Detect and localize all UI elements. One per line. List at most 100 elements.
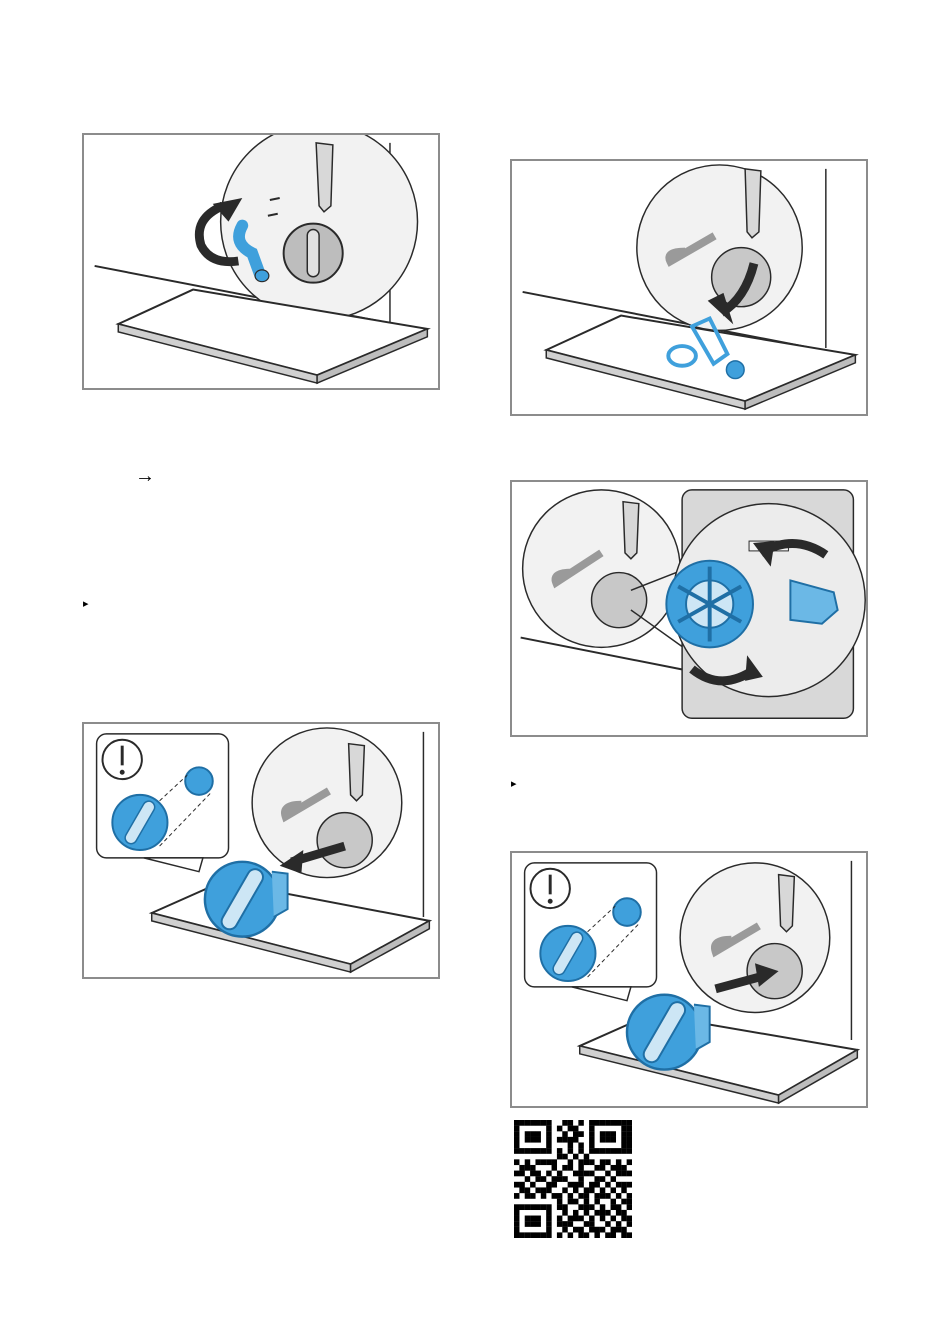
qr-module [535, 1187, 540, 1193]
qr-module [525, 1120, 530, 1126]
qr-module [514, 1159, 519, 1165]
qr-module [519, 1148, 524, 1154]
qr-module [627, 1232, 632, 1238]
filter-residue-drawing [512, 161, 866, 414]
qr-module [584, 1154, 589, 1160]
qr-module [519, 1204, 524, 1210]
qr-module [616, 1227, 621, 1233]
qr-module [616, 1148, 621, 1154]
qr-module [562, 1165, 567, 1171]
qr-module [568, 1193, 573, 1199]
qr-module [584, 1199, 589, 1205]
qr-module [600, 1120, 605, 1126]
qr-module [546, 1131, 551, 1137]
qr-module [578, 1120, 583, 1126]
qr-module [573, 1210, 578, 1216]
qr-module [605, 1182, 610, 1188]
qr-module [514, 1126, 519, 1132]
qr-module [600, 1148, 605, 1154]
qr-module [578, 1159, 583, 1165]
qr-module [621, 1165, 626, 1171]
magnified-circle [523, 490, 681, 648]
exclamation-circle-icon [103, 740, 142, 779]
qr-module [557, 1216, 562, 1222]
qr-module [616, 1159, 621, 1165]
illustration-filter-residue [510, 159, 868, 416]
qr-module [557, 1193, 562, 1199]
qr-module [535, 1221, 540, 1227]
qr-module [589, 1227, 594, 1233]
qr-module [514, 1204, 519, 1210]
qr-module [562, 1221, 567, 1227]
qr-module [616, 1165, 621, 1171]
qr-module [557, 1148, 562, 1154]
qr-module [530, 1120, 535, 1126]
qr-module [573, 1182, 578, 1188]
qr-module [530, 1193, 535, 1199]
qr-module [557, 1204, 562, 1210]
qr-module [621, 1148, 626, 1154]
insert-filter-drawing [512, 853, 866, 1106]
qr-module [541, 1193, 546, 1199]
qr-module [530, 1148, 535, 1154]
qr-module [514, 1232, 519, 1238]
qr-module [514, 1221, 519, 1227]
qr-module [562, 1176, 567, 1182]
qr-code[interactable] [514, 1120, 632, 1238]
qr-module [611, 1187, 616, 1193]
qr-module [514, 1182, 519, 1188]
qr-module [541, 1232, 546, 1238]
qr-module [514, 1227, 519, 1233]
bullet-marker-left: ▸ [83, 594, 89, 614]
qr-module [584, 1204, 589, 1210]
qr-module [530, 1171, 535, 1177]
qr-module [573, 1131, 578, 1137]
qr-module [557, 1232, 562, 1238]
qr-module [557, 1176, 562, 1182]
qr-module [535, 1137, 540, 1143]
qr-module [562, 1204, 567, 1210]
qr-module [546, 1159, 551, 1165]
qr-module [519, 1182, 524, 1188]
qr-module [546, 1216, 551, 1222]
qr-module [514, 1171, 519, 1177]
qr-module [535, 1171, 540, 1177]
qr-module [589, 1221, 594, 1227]
qr-module [525, 1165, 530, 1171]
qr-module [525, 1221, 530, 1227]
qr-module [525, 1131, 530, 1137]
qr-module [600, 1165, 605, 1171]
qr-module [589, 1182, 594, 1188]
qr-module [525, 1159, 530, 1165]
qr-module [552, 1176, 557, 1182]
qr-module [605, 1210, 610, 1216]
qr-module [546, 1210, 551, 1216]
qr-module [605, 1159, 610, 1165]
qr-module [525, 1204, 530, 1210]
qr-module [514, 1137, 519, 1143]
qr-module [562, 1131, 567, 1137]
qr-module [627, 1137, 632, 1143]
qr-module [552, 1165, 557, 1171]
qr-module [594, 1193, 599, 1199]
qr-module [535, 1232, 540, 1238]
qr-module [562, 1154, 567, 1160]
qr-module [627, 1159, 632, 1165]
qr-module [578, 1227, 583, 1233]
qr-module [541, 1187, 546, 1193]
qr-module [530, 1204, 535, 1210]
qr-module [600, 1210, 605, 1216]
qr-module [578, 1148, 583, 1154]
qr-module [525, 1232, 530, 1238]
qr-module [621, 1232, 626, 1238]
qr-module [573, 1216, 578, 1222]
qr-module [557, 1154, 562, 1160]
qr-module [594, 1182, 599, 1188]
qr-module [589, 1216, 594, 1222]
qr-module [616, 1204, 621, 1210]
qr-module [530, 1182, 535, 1188]
qr-module [519, 1232, 524, 1238]
qr-module [611, 1199, 616, 1205]
qr-module [568, 1232, 573, 1238]
qr-module [621, 1199, 626, 1205]
